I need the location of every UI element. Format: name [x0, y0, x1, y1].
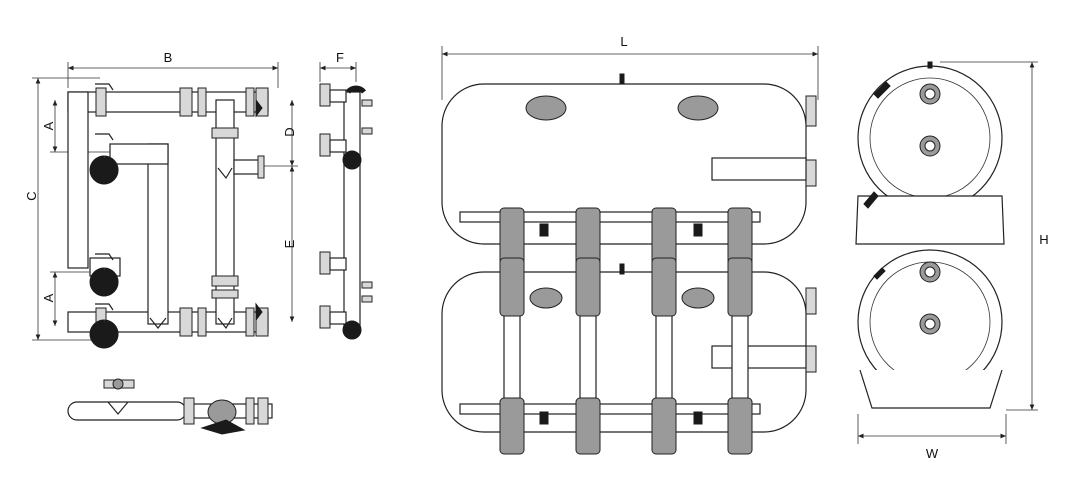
- side-view-manifold: F: [319, 50, 373, 340]
- dimension-label-d: D: [282, 127, 297, 136]
- side-view-tanks: H W: [855, 61, 1049, 461]
- top-view-manifold: [67, 378, 273, 435]
- dimension-label-l: L: [620, 34, 627, 49]
- dimension-label-f: F: [336, 50, 344, 65]
- dimension-label-c: C: [24, 191, 39, 200]
- dimension-label-h: H: [1039, 232, 1048, 247]
- front-view-manifold: B C A A D E: [24, 50, 298, 349]
- dimension-label-e: E: [282, 239, 297, 248]
- dimension-label-w: W: [926, 446, 939, 461]
- dimension-label-b: B: [164, 50, 173, 65]
- dimension-label-a-upper: A: [41, 121, 56, 130]
- front-view-tanks: L: [441, 34, 819, 455]
- dimension-label-a-lower: A: [41, 293, 56, 302]
